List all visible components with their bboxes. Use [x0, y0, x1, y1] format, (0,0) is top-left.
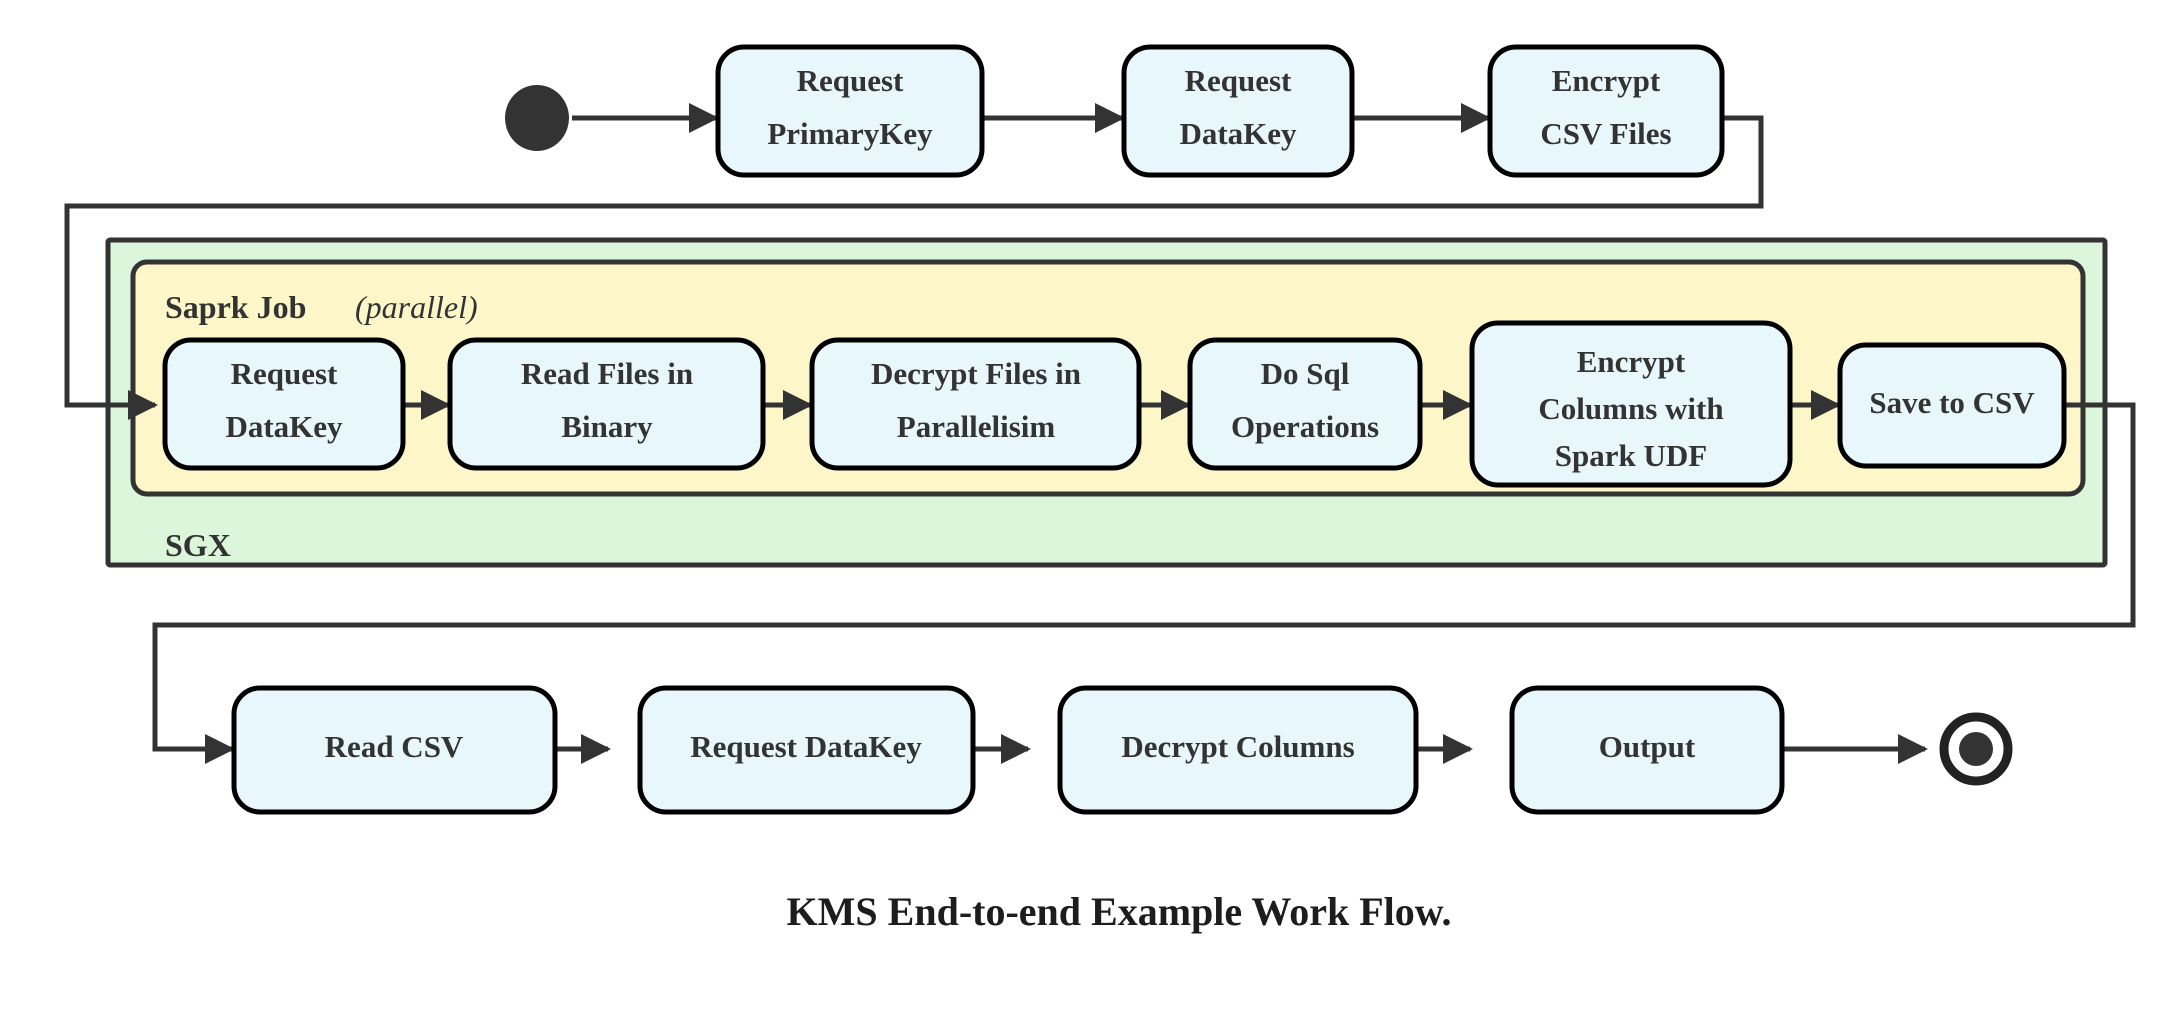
- node-read-files-binary-line1: Read Files in: [521, 356, 693, 391]
- end-node: [1939, 712, 2013, 786]
- node-encrypt-columns-spark-udf-line1: Encrypt: [1577, 344, 1686, 379]
- node-decrypt-columns-line1: Decrypt Columns: [1121, 729, 1354, 764]
- node-read-files-binary[interactable]: Read Files in Binary: [447, 337, 766, 471]
- node-decrypt-columns[interactable]: Decrypt Columns: [1057, 685, 1419, 815]
- node-do-sql-operations-line1: Do Sql: [1261, 356, 1350, 391]
- node-request-primarykey[interactable]: Request PrimaryKey: [715, 44, 985, 178]
- node-save-to-csv[interactable]: Save to CSV: [1837, 342, 2067, 469]
- node-save-to-csv-line1: Save to CSV: [1869, 385, 2035, 420]
- group-spark-job-label: Saprk Job: [165, 289, 306, 325]
- edge-save-csv-to-read-csv: [152, 402, 2136, 764]
- node-output[interactable]: Output: [1509, 685, 1785, 815]
- node-output-line1: Output: [1599, 729, 1696, 764]
- node-encrypt-csv-files[interactable]: Encrypt CSV Files: [1487, 44, 1725, 178]
- start-node: [505, 85, 569, 151]
- node-encrypt-columns-spark-udf[interactable]: Encrypt Columns with Spark UDF: [1469, 320, 1793, 488]
- node-do-sql-operations-line2: Operations: [1231, 409, 1379, 444]
- edges: [64, 103, 2136, 764]
- node-request-datakey-top-line1: Request: [1185, 63, 1292, 98]
- diagram-caption: KMS End-to-end Example Work Flow.: [787, 889, 1452, 934]
- node-request-datakey-top-line2: DataKey: [1179, 116, 1297, 151]
- node-decrypt-files-parallelisim-line1: Decrypt Files in: [871, 356, 1081, 391]
- node-read-files-binary-line2: Binary: [561, 409, 653, 444]
- node-read-csv[interactable]: Read CSV: [231, 685, 558, 815]
- node-encrypt-columns-spark-udf-line2: Columns with: [1538, 391, 1723, 426]
- node-request-primarykey-line1: Request: [797, 63, 904, 98]
- node-decrypt-files-parallelisim[interactable]: Decrypt Files in Parallelisim: [809, 337, 1142, 471]
- node-encrypt-csv-files-line1: Encrypt: [1552, 63, 1661, 98]
- node-decrypt-files-parallelisim-line2: Parallelisim: [897, 409, 1056, 444]
- group-spark-job-qualifier: (parallel): [355, 289, 478, 325]
- node-encrypt-csv-files-line2: CSV Files: [1540, 116, 1671, 151]
- node-request-datakey-spark-line2: DataKey: [225, 409, 343, 444]
- node-request-datakey-spark[interactable]: Request DataKey: [162, 337, 406, 471]
- node-request-datakey-top[interactable]: Request DataKey: [1121, 44, 1355, 178]
- node-request-primarykey-line2: PrimaryKey: [767, 116, 933, 151]
- node-request-datakey-bottom-line1: Request DataKey: [690, 729, 922, 764]
- edge-encrypt-csv-to-spark-datakey: [64, 115, 1764, 420]
- node-do-sql-operations[interactable]: Do Sql Operations: [1187, 337, 1423, 471]
- node-encrypt-columns-spark-udf-line3: Spark UDF: [1555, 438, 1707, 473]
- node-read-csv-line1: Read CSV: [325, 729, 464, 764]
- node-request-datakey-spark-line1: Request: [231, 356, 338, 391]
- group-sgx-label: SGX: [165, 527, 231, 563]
- node-request-datakey-bottom[interactable]: Request DataKey: [637, 685, 976, 815]
